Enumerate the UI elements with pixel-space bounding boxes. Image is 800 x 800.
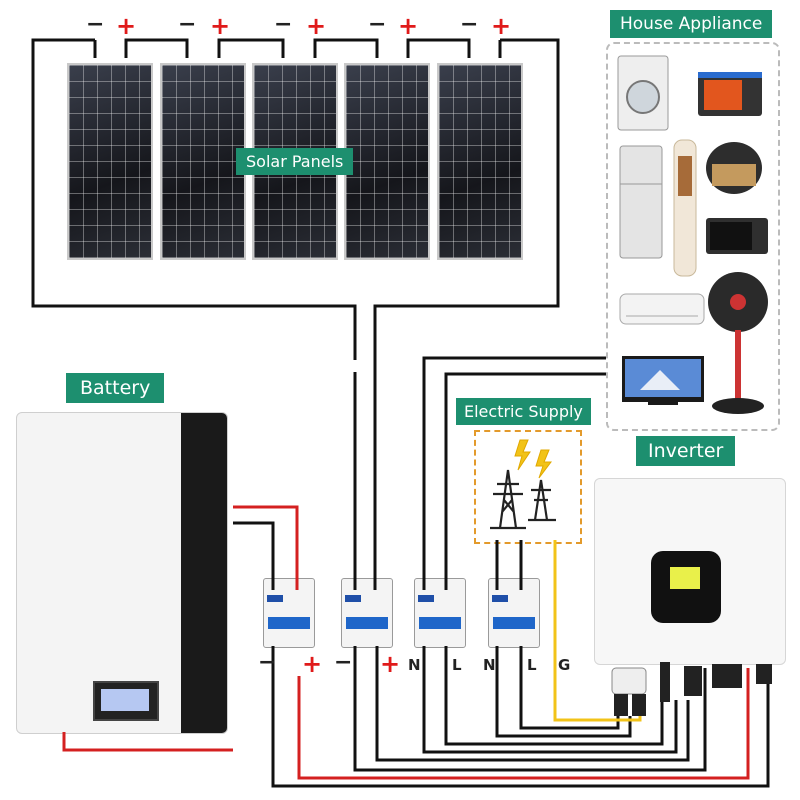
grid-n-out <box>495 646 632 738</box>
panel-jumper-1 <box>124 38 189 58</box>
panel-jumper-2 <box>217 38 285 58</box>
load-l-out <box>444 646 664 746</box>
bat-pos-out <box>297 668 750 780</box>
load-l-in <box>444 372 606 590</box>
panel-jumper-4 <box>406 38 471 58</box>
breaker-terminal-pv-plus: + <box>380 650 401 678</box>
pv-neg-out <box>353 646 707 772</box>
breaker-terminal-pv-minus: − <box>334 650 353 675</box>
stand-fan-icon <box>708 272 768 414</box>
panel1-minus-sign: − <box>86 12 105 37</box>
transmission-tower-icon <box>490 469 556 530</box>
house-appliance-label: House Appliance <box>610 10 773 38</box>
pv-pos-out <box>375 646 690 762</box>
breaker-load <box>414 578 466 648</box>
panel2-plus-sign: + <box>210 12 231 40</box>
oven-icon <box>698 72 762 116</box>
panel5-minus-sign: − <box>460 12 479 37</box>
load-n-out <box>422 646 678 754</box>
solar-panel-5 <box>437 63 523 260</box>
breaker-terminal-bat-plus: + <box>302 650 323 678</box>
panel-wire-neg-left <box>31 38 357 360</box>
electric-supply-box <box>474 430 582 544</box>
panel3-plus-sign: + <box>306 12 327 40</box>
battery-side-panel <box>181 413 227 733</box>
breaker-terminal-grid-n: N <box>483 656 496 674</box>
panel-jumper-3 <box>313 38 379 58</box>
battery-neg-wire <box>233 521 275 590</box>
breaker-terminal-ground: G <box>558 656 571 674</box>
panel4-plus-sign: + <box>398 12 419 40</box>
bat-neg-out <box>271 646 770 788</box>
inverter-unit <box>594 478 786 665</box>
breaker-terminal-bat-minus: − <box>258 650 277 675</box>
air-cooler-icon <box>673 139 697 277</box>
refrigerator-icon <box>619 145 663 259</box>
washing-machine-icon <box>617 55 669 131</box>
panel-wire-pos-right <box>373 38 560 590</box>
battery-pos-wire <box>233 505 299 590</box>
panel4-minus-sign: − <box>368 12 387 37</box>
breaker-terminal-load-l: L <box>452 656 462 674</box>
breaker-solar <box>341 578 393 648</box>
breaker-terminal-load-n: N <box>408 656 421 674</box>
lightning-icon <box>514 439 552 479</box>
panel5-plus-sign: + <box>491 12 512 40</box>
air-conditioner-icon <box>619 293 705 325</box>
solar-panel-4 <box>344 63 430 260</box>
battery-unit <box>16 412 228 734</box>
television-icon <box>622 356 704 405</box>
grid-l-out <box>519 646 620 730</box>
solar-panels-label: Solar Panels <box>236 148 354 175</box>
battery-bottom-pos <box>62 732 233 752</box>
microwave-icon <box>706 218 768 254</box>
panel1-plus-sign: + <box>116 12 137 40</box>
electric-supply-label: Electric Supply <box>456 398 591 425</box>
solar-panel-1 <box>67 63 153 260</box>
battery-display <box>93 681 159 721</box>
inverter-screen <box>651 551 721 623</box>
inverter-label: Inverter <box>636 436 736 466</box>
breaker-terminal-grid-l: L <box>527 656 537 674</box>
battery-label: Battery <box>66 373 165 403</box>
inverter-connectors <box>611 662 772 716</box>
rice-cooker-icon <box>706 142 762 194</box>
panel2-minus-sign: − <box>178 12 197 37</box>
breaker-battery <box>263 578 315 648</box>
panel3-minus-sign: − <box>274 12 293 37</box>
load-n-in <box>422 356 606 590</box>
ground-wire <box>553 540 642 722</box>
